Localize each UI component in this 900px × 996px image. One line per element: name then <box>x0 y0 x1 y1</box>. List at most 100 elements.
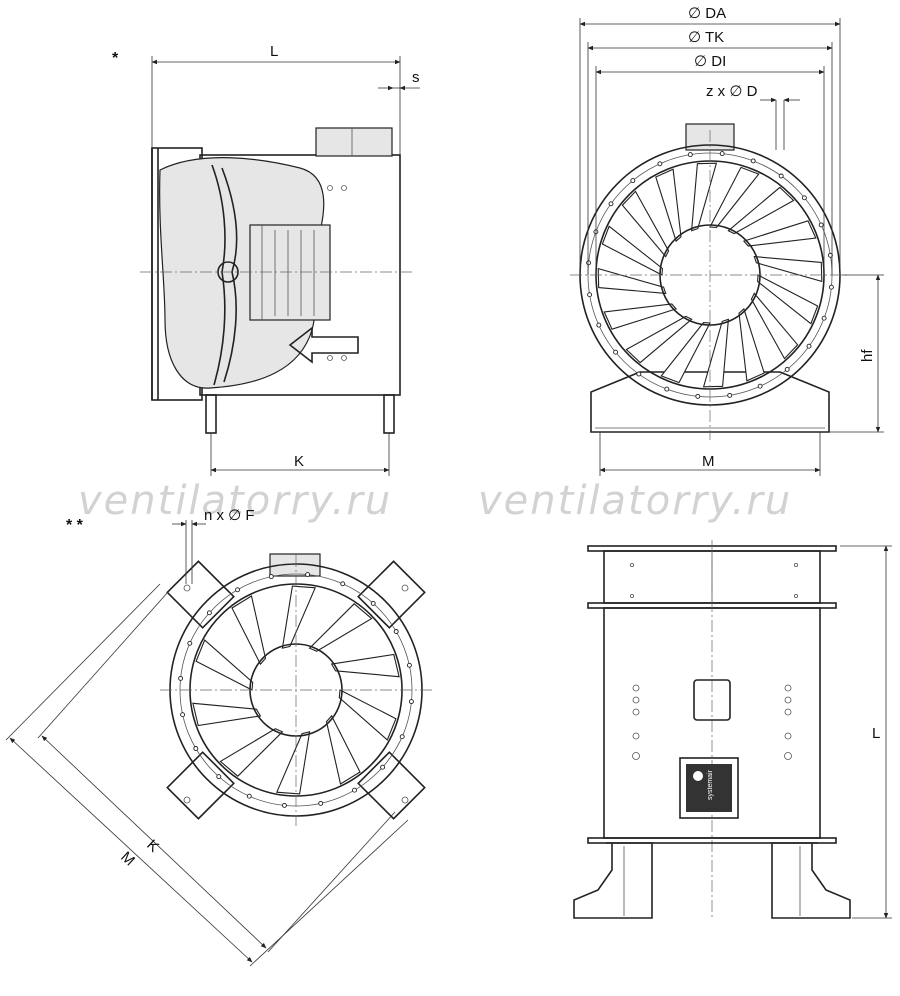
bolt-hole <box>695 393 701 399</box>
bolt-hole <box>352 787 357 793</box>
bolt-hole <box>664 386 670 392</box>
bolt-hole <box>827 252 833 258</box>
dim-mount-outer-span: M <box>117 848 138 869</box>
bolt-hole <box>235 587 240 593</box>
impeller-blade <box>192 702 262 727</box>
front-view: ∅ DA ∅ TK ∅ DI z x ∅ D hf M <box>570 5 884 476</box>
bolt-hole <box>596 322 602 328</box>
bolt-hole <box>821 315 827 321</box>
bolt-hole <box>380 764 386 770</box>
bolt-hole <box>687 152 693 158</box>
side-view-marker: * <box>112 50 119 67</box>
bolt-hole <box>784 366 790 372</box>
vertical-view: systemair L <box>573 540 892 920</box>
impeller-blade <box>330 653 400 678</box>
impeller-blade <box>308 603 373 652</box>
bolt-hole <box>180 712 186 718</box>
impeller-blade <box>231 595 267 666</box>
dim-side-length: L <box>270 43 278 60</box>
impeller-blade <box>325 714 361 785</box>
impeller-blade <box>742 220 817 247</box>
impeller-blade <box>727 186 795 235</box>
impeller-blade <box>702 318 730 388</box>
mount-impeller <box>192 585 400 795</box>
impeller-blade <box>603 303 678 330</box>
bolt-hole <box>268 574 274 580</box>
vertical-foot-left <box>573 842 653 919</box>
bolt-hole <box>246 793 252 799</box>
nameplate-brand: systemair <box>707 769 714 800</box>
bolt-hole <box>613 349 619 355</box>
airflow-arrow <box>288 326 359 364</box>
bolt-hole <box>818 222 824 228</box>
vertical-bottom-flange <box>587 837 837 844</box>
vertical-nameplate <box>679 757 739 819</box>
bolt-hole <box>406 662 412 668</box>
impeller-blade <box>738 307 765 382</box>
impeller-blade <box>195 639 254 691</box>
dim-front-holes: z x ∅ D <box>706 83 758 100</box>
vertical-foot-right <box>771 842 851 919</box>
bolt-hole <box>370 600 376 606</box>
dim-front-inner: ∅ DI <box>694 53 726 70</box>
front-bolt-holes <box>586 151 834 399</box>
bolt-hole <box>757 383 763 389</box>
bolt-hole <box>778 173 784 179</box>
impeller-blade <box>660 322 711 384</box>
bolt-hole <box>399 734 405 740</box>
side-terminal-box <box>315 127 393 157</box>
impeller-blade <box>655 168 682 243</box>
mount-view: * * n x ∅ F K M <box>5 507 432 967</box>
bolt-hole <box>828 284 834 290</box>
side-foot-right <box>383 394 395 434</box>
dim-front-outer: ∅ DA <box>688 5 726 22</box>
dim-side-feet: K <box>294 453 304 470</box>
bolt-hole <box>340 581 346 587</box>
impeller-blade <box>621 190 670 258</box>
bolt-hole <box>281 802 287 808</box>
bolt-hole <box>657 161 663 167</box>
bolt-hole <box>206 610 212 616</box>
mount-view-marker: * * <box>66 517 84 534</box>
bolt-hole <box>305 572 311 578</box>
bolt-hole <box>750 158 756 164</box>
mount-bracket-bottom <box>357 751 426 820</box>
side-cutaway <box>159 157 325 389</box>
side-motor <box>249 224 331 321</box>
impeller-blade <box>753 255 823 283</box>
impeller-blade <box>275 731 311 795</box>
mount-bracket-right <box>357 560 426 629</box>
impeller-blade <box>709 166 760 228</box>
watermark-left: ventilatorry.ru <box>78 478 392 524</box>
bolt-hole <box>727 392 733 398</box>
mount-bracket-top <box>166 560 235 629</box>
bolt-hole <box>801 195 807 201</box>
impeller-blade <box>219 728 284 777</box>
impeller-blade <box>690 162 718 232</box>
dim-mount-holes: n x ∅ F <box>204 507 255 524</box>
dim-side-flange: s <box>412 69 420 86</box>
impeller-blade <box>625 315 693 364</box>
bolt-hole <box>187 640 193 646</box>
bolt-hole <box>587 292 593 298</box>
bolt-hole <box>719 151 725 157</box>
impeller-blade <box>757 274 819 325</box>
impeller-blade <box>597 267 667 295</box>
side-hub <box>217 261 239 283</box>
bolt-hole <box>193 746 199 751</box>
side-view: * L <box>112 43 420 476</box>
mount-terminal-box <box>269 553 321 577</box>
impeller-blade <box>338 689 397 741</box>
impeller-blade <box>750 292 799 360</box>
dim-front-base: M <box>702 453 715 470</box>
impeller-blade <box>281 585 317 649</box>
impeller-blade <box>601 225 663 276</box>
dim-vertical-length: L <box>872 725 880 742</box>
bolt-hole <box>318 800 324 806</box>
side-foot-left <box>205 394 217 434</box>
bolt-hole <box>586 260 592 266</box>
bolt-hole <box>806 343 812 349</box>
dim-front-bolt-circle: ∅ TK <box>688 29 724 46</box>
bolt-hole <box>636 371 642 377</box>
